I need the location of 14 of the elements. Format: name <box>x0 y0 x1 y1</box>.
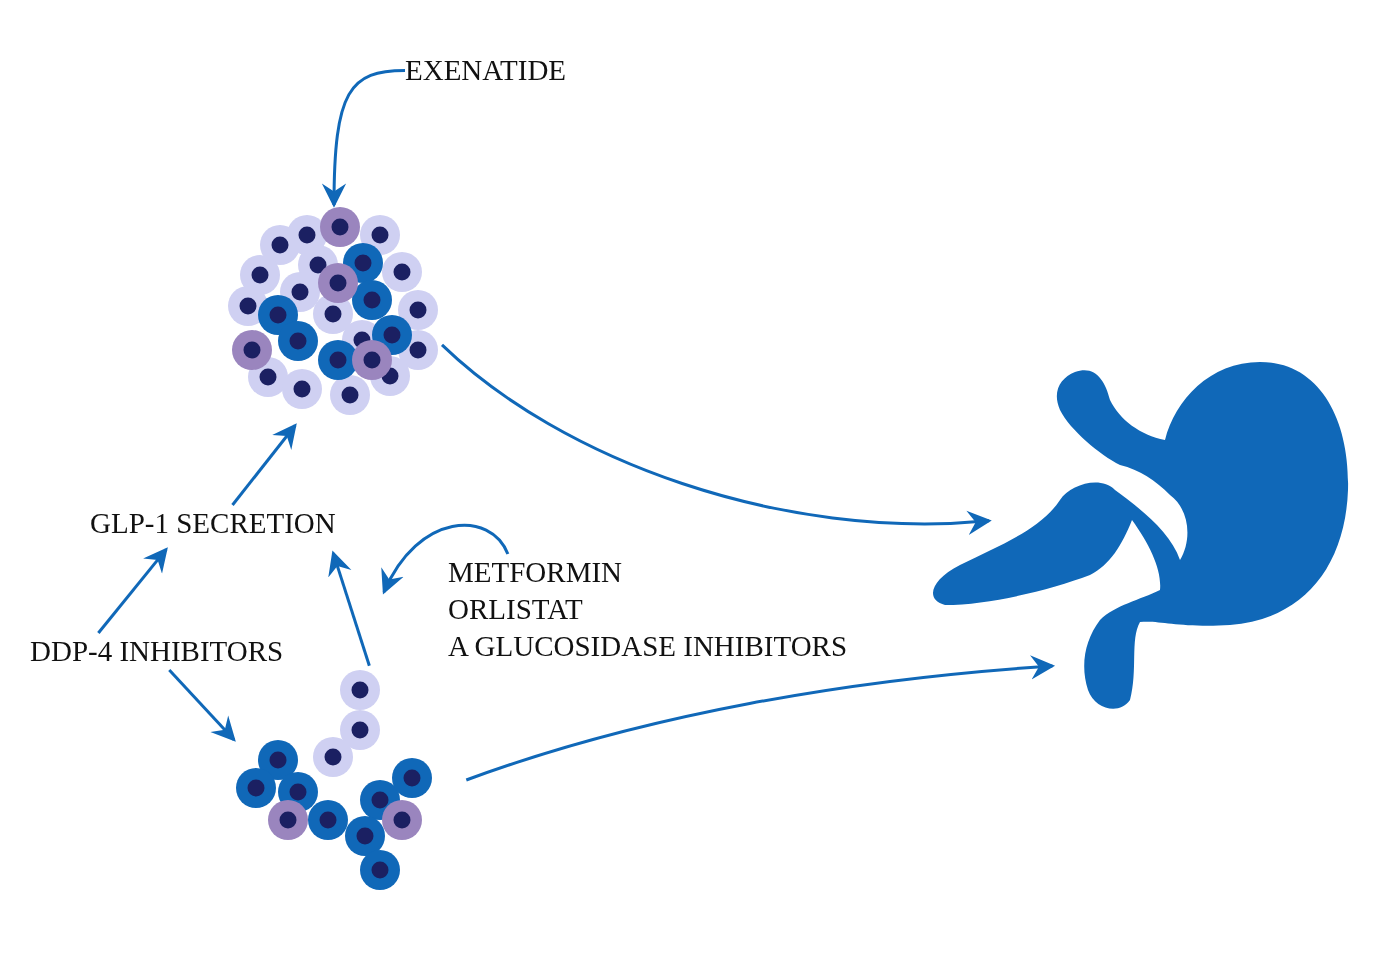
arrow <box>231 423 297 506</box>
arrow <box>322 69 406 208</box>
text-label: EXENATIDE <box>405 53 567 88</box>
arrow <box>97 547 168 634</box>
arrow <box>328 550 371 667</box>
arrow <box>465 655 1056 782</box>
text-label: GLP-1 SECRETION <box>90 506 336 541</box>
drug-name: ORLISTAT <box>448 592 584 627</box>
arrow <box>168 669 236 742</box>
arrow <box>441 343 992 535</box>
arrow <box>382 523 510 595</box>
text-label: DDP-4 INHIBITORS <box>30 634 284 669</box>
drug-name: METFORMIN <box>448 555 623 590</box>
drug-name: A GLUCOSIDASE INHIBITORS <box>448 629 848 664</box>
